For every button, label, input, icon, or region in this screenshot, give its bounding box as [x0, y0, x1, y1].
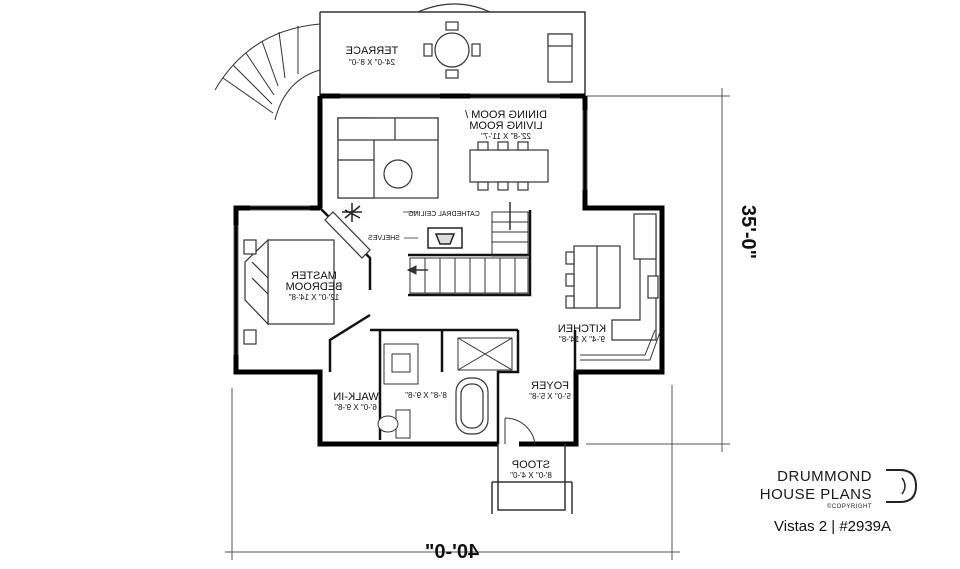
bed — [243, 238, 335, 345]
stoop-dims: 8'-0" X 4'-0" — [510, 471, 552, 480]
dimension-lines — [225, 88, 730, 560]
kitchen-label: KITCHEN — [558, 323, 606, 335]
shower — [457, 337, 513, 371]
drummond-logo-icon — [886, 469, 918, 503]
bathroom-dims: 8'-8" X 9'-8" — [405, 391, 447, 400]
kitchen-peninsula — [580, 329, 661, 361]
brand-line1: DRUMMOND — [777, 468, 872, 485]
plan-id: Vistas 2 | #2939A — [774, 518, 892, 535]
stoop — [491, 444, 573, 514]
brand-block: DRUMMOND HOUSE PLANS ©COPYRIGHT — [750, 466, 950, 526]
walk-in-label: WALK-IN — [333, 391, 378, 403]
toilet — [377, 409, 411, 439]
terrace — [214, 3, 586, 121]
room-labels: TERRACE 24'-0" X 8'-0" DINING ROOM / LIV… — [286, 45, 607, 480]
master-label: MASTER — [291, 270, 337, 282]
windows — [233, 93, 588, 355]
master-bedroom-dims: 12'-0" X 14'-8" — [289, 293, 340, 302]
bathtub — [455, 377, 489, 435]
dining-table — [469, 141, 549, 191]
entry-door — [504, 417, 536, 445]
fireplace — [427, 227, 463, 249]
walk-in-dims: 6'-0" X 9'-8" — [335, 403, 377, 412]
terrace-dims: 24'-0" X 8'-0" — [349, 58, 395, 67]
brand-line2: HOUSE PLANS — [759, 486, 872, 503]
round-table — [423, 21, 481, 79]
dining-room-label: DINING ROOM / — [464, 109, 547, 121]
dining-living-dims: 22'-8" X 11'-7" — [481, 132, 531, 141]
foyer-label: FOYER — [531, 380, 569, 392]
width-dimension: 40'-0" — [425, 541, 479, 563]
kitchen-dims: 9'-4" X 14'-8" — [559, 335, 605, 344]
plant-icon — [342, 203, 362, 222]
kitchen-counter — [565, 213, 659, 341]
width-dimension-group: 40'-0" — [425, 541, 479, 563]
bedroom-label: BEDROOM — [286, 281, 343, 293]
curved-staircase — [214, 23, 321, 121]
exterior-walls — [233, 93, 665, 447]
stairs — [406, 202, 529, 294]
sofa — [337, 117, 439, 199]
depth-dimension-group: 35'-0" — [737, 205, 759, 259]
stoop-label: STOOP — [512, 459, 550, 471]
dresser — [324, 211, 371, 259]
terrace-label: TERRACE — [346, 45, 399, 57]
foyer-dims: 5'-0" X 5'-8" — [529, 392, 571, 401]
depth-dimension: 35'-0" — [737, 205, 759, 259]
shelves-note: SHELVES — [368, 235, 400, 242]
brand-copyright: ©COPYRIGHT — [826, 504, 872, 510]
cathedral-ceiling-note: CATHEDRAL CEILING — [408, 211, 480, 218]
lounge-chair — [547, 33, 573, 83]
vanity-sink — [383, 343, 419, 385]
living-room-label: LIVING ROOM — [469, 120, 542, 132]
